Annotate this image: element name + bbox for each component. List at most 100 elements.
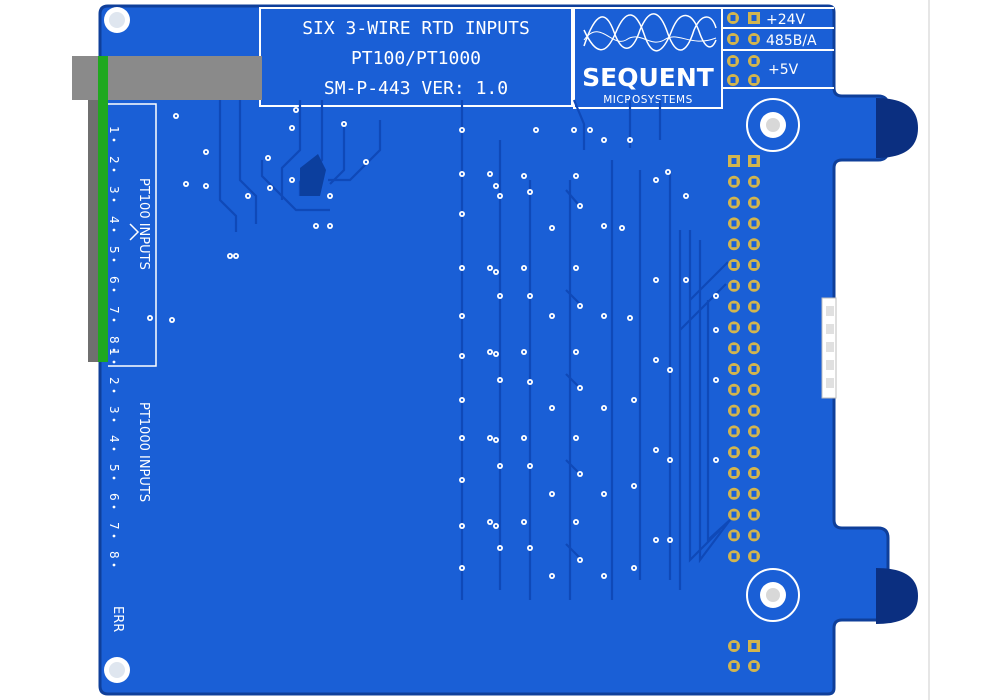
via-hole — [170, 318, 174, 322]
via-hole — [498, 546, 502, 550]
header-pad — [748, 321, 760, 334]
label-485: 485B/A — [766, 33, 817, 49]
pin-separator-dot — [112, 318, 116, 322]
bottom-pad — [748, 660, 760, 672]
header-pad — [728, 155, 740, 167]
title-line-1: SIX 3-WIRE RTD INPUTS — [302, 18, 530, 39]
bottom-pad — [728, 640, 740, 652]
header-pad — [748, 279, 760, 292]
via-hole — [460, 212, 464, 216]
via-hole — [498, 378, 502, 382]
header-pad — [748, 217, 760, 230]
via-hole — [654, 178, 658, 182]
via-hole — [460, 128, 464, 132]
via-hole — [714, 378, 718, 382]
via-hole — [668, 368, 672, 372]
via-hole — [528, 546, 532, 550]
header-pad — [728, 196, 740, 209]
mounting-tab-bottom — [876, 568, 918, 624]
pt100-pin-number: 4 — [107, 216, 121, 224]
pt100-pin-number: 2 — [107, 156, 121, 164]
via-hole — [528, 294, 532, 298]
via-hole — [266, 156, 270, 160]
power-pad — [727, 12, 739, 24]
err-label: ERR — [110, 606, 125, 632]
header-pad — [728, 279, 740, 292]
via-hole — [494, 524, 498, 528]
via-hole — [578, 304, 582, 308]
via-hole — [602, 314, 606, 318]
title-line-3: SM-P-443 VER: 1.0 — [324, 78, 508, 99]
via-hole — [528, 464, 532, 468]
pt100-label: PT100 INPUTS — [136, 178, 151, 270]
via-hole — [148, 316, 152, 320]
pcb-traces — [218, 99, 731, 600]
via-hole — [460, 354, 464, 358]
via-hole — [494, 270, 498, 274]
header-pad — [728, 383, 740, 396]
header-pad — [728, 175, 740, 188]
via-hole — [654, 448, 658, 452]
via-hole — [522, 350, 526, 354]
power-pad — [748, 74, 760, 86]
power-pad — [748, 55, 760, 67]
bottom-pad — [728, 660, 740, 672]
pt1000-pin-number: 7 — [107, 522, 121, 530]
via-hole — [488, 266, 492, 270]
via-hole — [578, 204, 582, 208]
via-hole — [550, 492, 554, 496]
power-pad — [748, 33, 760, 45]
header-pad — [728, 425, 740, 438]
logo-wave-icon — [583, 13, 717, 51]
via-hole — [578, 472, 582, 476]
via-hole — [578, 558, 582, 562]
header-pad — [748, 425, 760, 438]
via-hole — [460, 566, 464, 570]
via-hole — [628, 138, 632, 142]
via-hole — [294, 108, 298, 112]
via-hole — [574, 174, 578, 178]
header-pad — [748, 300, 760, 313]
via-hole — [632, 398, 636, 402]
via-hole — [528, 190, 532, 194]
pin-separator-dot — [112, 168, 116, 172]
via-hole — [460, 398, 464, 402]
via-hole — [488, 350, 492, 354]
via-hole — [522, 520, 526, 524]
power-pad — [748, 12, 760, 24]
via-hole — [268, 186, 272, 190]
pin-separator-dot — [112, 389, 116, 393]
logo-block: SEQUENT MICROSYSTEMS — [573, 7, 723, 109]
header-pad — [748, 529, 760, 542]
via-hole — [684, 278, 688, 282]
pt1000-label: PT1000 INPUTS — [136, 402, 151, 502]
pin-separator-dot — [112, 447, 116, 451]
pt1000-pin-number: 5 — [107, 464, 121, 472]
via-hole — [460, 436, 464, 440]
pt100-pin-number: 5 — [107, 246, 121, 254]
power-pins-block: +24V 485B/A +5V — [721, 7, 834, 89]
pin-separator-dot — [112, 418, 116, 422]
terminal-connector — [72, 56, 262, 362]
header-pad — [748, 550, 760, 563]
pin-separator-dot — [112, 505, 116, 509]
via-hole — [550, 226, 554, 230]
logo-sub: MICROSYSTEMS — [603, 94, 693, 106]
via-hole — [498, 194, 502, 198]
via-hole — [602, 574, 606, 578]
header-pad — [748, 467, 760, 479]
via-hole — [488, 172, 492, 176]
via-hole — [534, 128, 538, 132]
header-pad — [728, 300, 740, 313]
header-pad — [748, 155, 760, 167]
via-hole — [550, 314, 554, 318]
vias — [147, 107, 719, 579]
via-hole — [204, 184, 208, 188]
via-hole — [460, 314, 464, 318]
header-pad — [748, 487, 760, 500]
via-hole — [714, 458, 718, 462]
trace-fill-region — [300, 154, 326, 196]
gpio-header — [728, 155, 760, 563]
pt100-pin-number: 6 — [107, 276, 121, 284]
